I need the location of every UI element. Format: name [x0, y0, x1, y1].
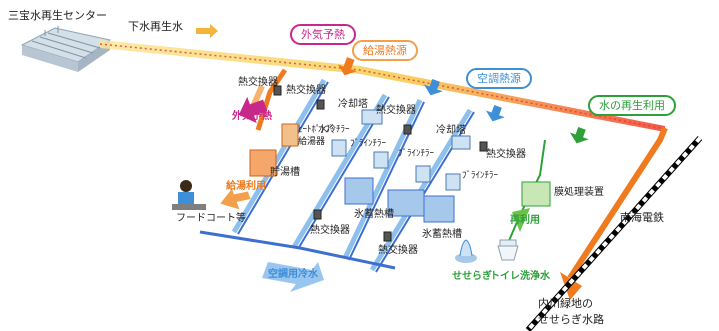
- outside-preheat-arrow-label: 外気予熱: [232, 111, 272, 122]
- heat-pump: [281, 123, 299, 147]
- hvac-cold-header: [199, 230, 396, 270]
- uchikawa-label: 内川緑地の: [538, 297, 593, 310]
- reuse-label: 再利用: [510, 215, 540, 226]
- membrane-device-label: 膜処理装置: [554, 187, 604, 198]
- membrane-device: [521, 181, 551, 207]
- heat-exchanger-label-3: 熱交換器: [376, 105, 416, 116]
- heat-exchanger-label-4: 熱交換器: [486, 149, 526, 160]
- railway: [525, 135, 703, 331]
- cooling-tower-label-1: 冷却塔: [338, 99, 368, 110]
- hot-source-down-arrow: [337, 57, 357, 76]
- river-pipe: [567, 126, 668, 280]
- heat-pump-label: ﾋｰﾄﾎﾟﾝﾌﾟ: [298, 125, 335, 135]
- hvac-down-arrow-2: [485, 104, 505, 122]
- reclaimed-water-arrow: [196, 24, 218, 38]
- water-reuse-pill: 水の再生利用: [588, 95, 676, 116]
- hvac-cold-arrow: [262, 262, 324, 292]
- outside-preheat-arrow: [238, 96, 268, 124]
- nankai-railway-label: 南海電鉄: [620, 211, 664, 224]
- outside-preheat-pill: 外気予熱: [290, 24, 356, 45]
- heater-label: 給湯器: [298, 137, 326, 147]
- toilet-icon: [497, 239, 519, 261]
- main-pipe-dots: [99, 43, 666, 130]
- heat-exchanger-label-6: 熱交換器: [378, 245, 418, 256]
- heat-exchanger-label-5: 熱交換器: [310, 225, 350, 236]
- heat-exchanger-label-1: 熱交換器: [238, 77, 278, 88]
- toilet-water-label: トイレ洗浄水: [490, 271, 550, 282]
- ice-tank-label-1: 氷蓄熱槽: [354, 209, 394, 220]
- treatment-plant-icon: [20, 26, 112, 72]
- hvac-down-arrow-1: [423, 78, 443, 96]
- water-chiller-label: 水冷ﾁﾗｰ: [318, 125, 350, 135]
- cooling-tower-label-2: 冷却塔: [436, 125, 466, 136]
- heat-exchanger-label-2: 熱交換器: [286, 85, 326, 96]
- brine-chiller-label-3: ﾌﾞﾗｲﾝﾁﾗｰ: [462, 171, 499, 181]
- hvac-source-pill: 空調熱源: [466, 68, 532, 89]
- cooling-towers: [361, 109, 471, 150]
- seseragi-label: せせらぎ: [452, 271, 492, 282]
- ice-tank-label-2: 氷蓄熱槽: [422, 229, 462, 240]
- heat-exchangers: [273, 85, 488, 242]
- hot-water-tank-label: 貯湯槽: [270, 167, 300, 178]
- food-court-label: フードコート等: [176, 213, 246, 224]
- ice-storage-tanks: [344, 177, 455, 223]
- hvac-cold-water-label: 空調用冷水: [268, 269, 318, 280]
- hot-water-source-pill: 給湯熱源: [352, 40, 418, 61]
- reclaimed-water-label: 下水再生水: [128, 20, 183, 33]
- hot-water-pipe: [255, 68, 288, 131]
- brine-chiller-label-1: ﾌﾞﾗｲﾝﾁﾗｰ: [350, 139, 387, 149]
- hot-use-arrow: [220, 188, 251, 210]
- reuse-down-arrow: [569, 126, 589, 144]
- food-court-person-icon: [172, 180, 206, 210]
- fountain-icon: [455, 239, 477, 263]
- chillers: [331, 139, 461, 191]
- hot-water-tank: [249, 149, 277, 177]
- uchikawa-label-2: せせらぎ水路: [538, 313, 604, 326]
- hot-use-label: 給湯利用: [226, 181, 266, 192]
- brine-chiller-label-2: ﾌﾞﾗｲﾝﾁﾗｰ: [398, 149, 435, 159]
- center-label: 三宝水再生センター: [8, 9, 107, 22]
